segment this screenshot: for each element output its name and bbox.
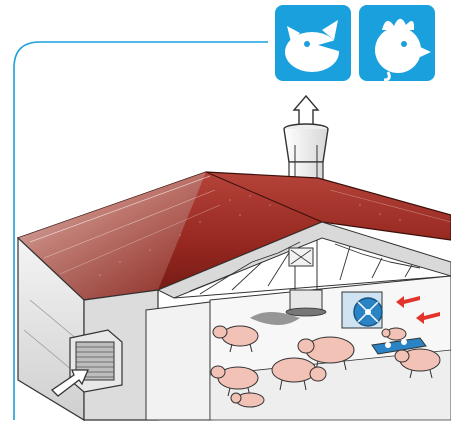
pig — [381, 327, 407, 341]
air-duct — [250, 289, 327, 325]
circulation-fan — [341, 291, 383, 329]
airflow-arrows — [396, 296, 440, 324]
pig — [297, 336, 355, 371]
pig — [230, 392, 265, 408]
chicken-face-icon[interactable] — [359, 5, 435, 82]
pig — [271, 357, 327, 391]
pig — [210, 365, 259, 397]
roof-truss — [156, 221, 451, 299]
feeder-trough — [371, 337, 427, 355]
frame-line — [13, 41, 268, 420]
pig-group — [210, 325, 441, 408]
pig — [394, 348, 441, 379]
cooling-pad-unit — [50, 329, 123, 397]
pig — [212, 325, 259, 353]
pig-face-icon[interactable] — [275, 5, 351, 81]
barn-roof — [16, 171, 451, 301]
